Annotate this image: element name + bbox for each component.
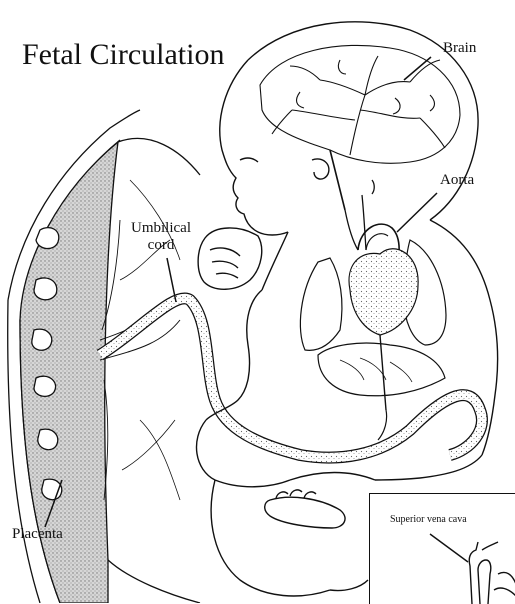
label-umbilical-cord-line2: cord [131,237,191,254]
aorta-leader [397,193,437,232]
inset-panel: Superior vena cava [369,493,515,604]
inset-drawing [370,494,515,604]
umbilical-cord [100,298,482,457]
diagram-title: Fetal Circulation [22,38,224,72]
fetus-head [220,22,478,235]
label-umbilical-cord: Umbilical cord [131,220,191,254]
organs [300,224,446,440]
svc-vessel [469,542,498,604]
label-brain: Brain [443,40,476,57]
label-placenta: Placenta [12,526,63,543]
brain [260,45,460,210]
label-umbilical-cord-line1: Umbilical [131,220,191,237]
umbilical-cord-leader [167,258,176,302]
brain-leader [404,57,431,80]
label-aorta: Aorta [440,172,474,189]
svc-leader [430,534,468,562]
